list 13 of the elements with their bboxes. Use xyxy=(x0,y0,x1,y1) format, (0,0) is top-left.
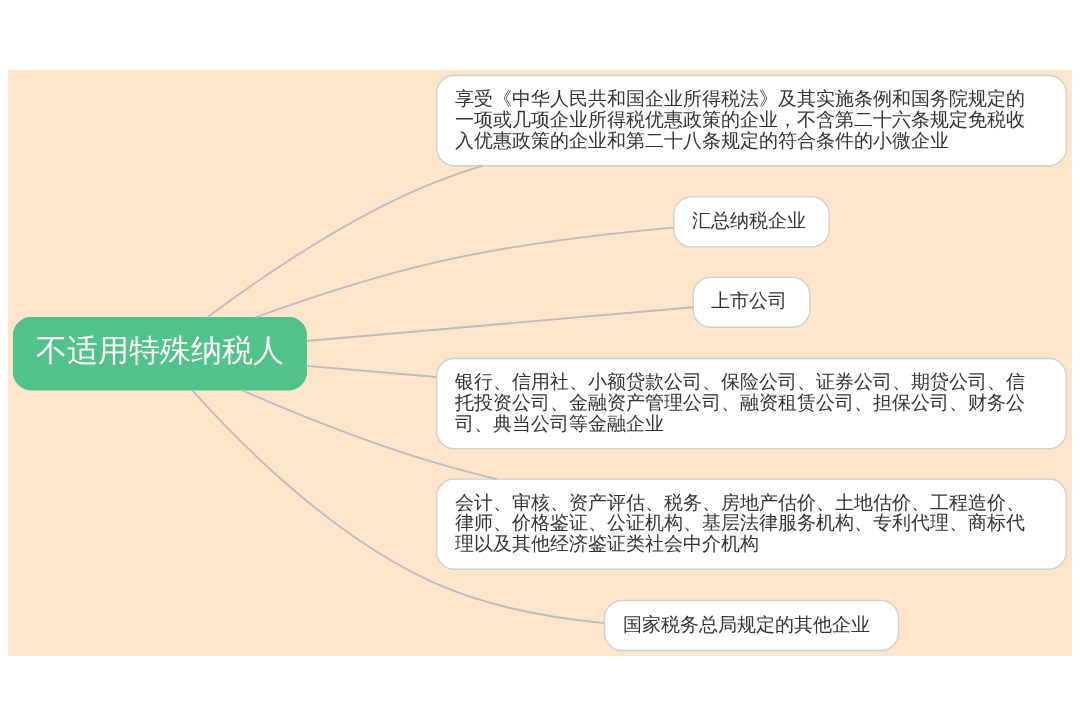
connector xyxy=(254,226,675,318)
node-box: 汇总纳税企业 xyxy=(673,195,830,248)
node-box: 享受《中华人民共和国企业所得税法》及其实施条例和国务院规定的一项或几项企业所得税优惠政策的企业，不含第二十六条规定免税收入优惠政策的企业和第二十八条规定的符合条件的小微企业 xyxy=(435,74,1068,166)
node-box: 上市公司 xyxy=(692,276,811,328)
node-box: 不适用特殊纳税人 xyxy=(12,316,307,390)
node-box: 会计、审核、资产评估、税务、房地产估价、土地估价、工程造价、律师、价格鉴证、公证机构、基层法律服务机构、专利代理、商标代理以及其他经济鉴证类社会中介机构 xyxy=(435,477,1068,570)
node-box: 银行、信用社、小额贷款公司、保险公司、证券公司、期贷公司、信托投资公司、金融资产管理公司、融资租赁公司、担保公司、财务公司、典当公司等金融企业 xyxy=(435,357,1068,449)
connector xyxy=(305,305,695,342)
node-box: 国家税务总局规定的其他企业 xyxy=(603,599,900,651)
connector xyxy=(191,388,606,624)
connector xyxy=(206,164,484,318)
connector xyxy=(305,364,438,378)
connector xyxy=(239,388,498,480)
